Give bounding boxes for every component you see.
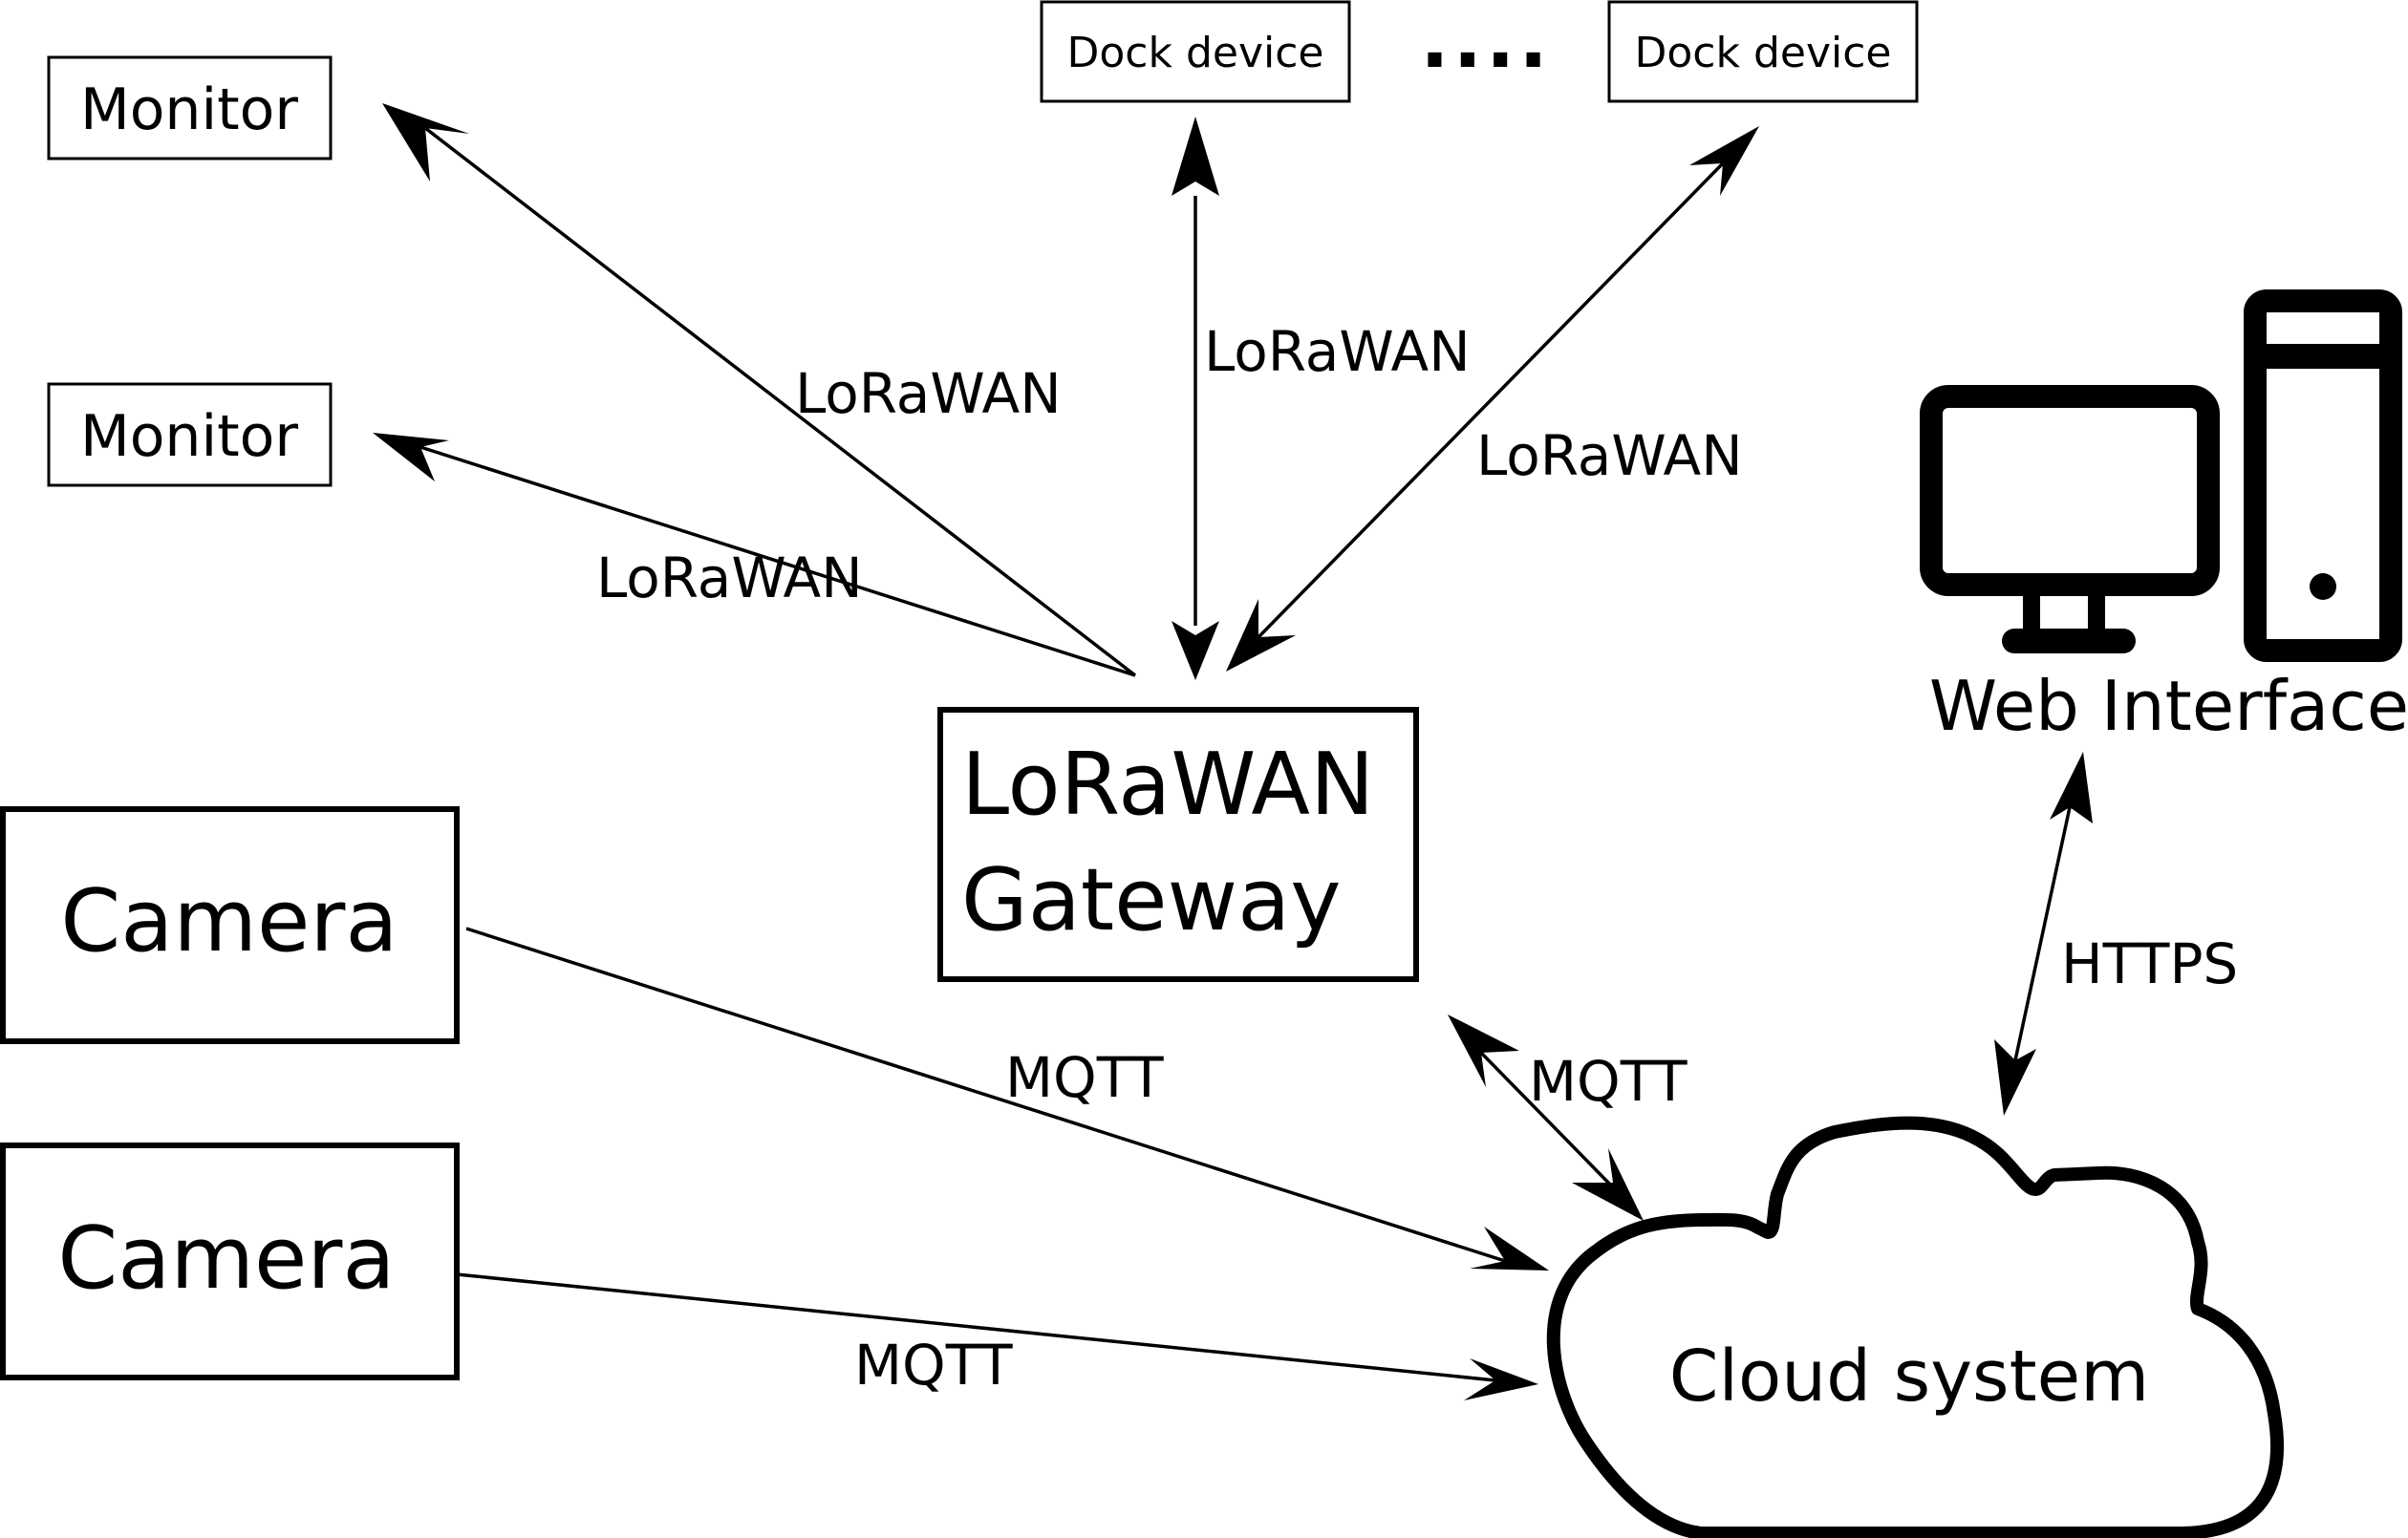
edge-gateway-cloud — [1448, 1015, 1644, 1221]
desktop-computer-icon — [1920, 289, 2402, 662]
arrowhead-gateway-from-dock-1 — [1172, 621, 1219, 680]
camera-box-1 — [0, 806, 460, 1044]
monitor-label-2: Monitor — [80, 403, 298, 470]
edge-label-gateway-cloud: MQTT — [1529, 1049, 1688, 1114]
arrowhead-web-from-cloud — [2050, 752, 2093, 823]
arrowhead-gateway-from-dock-2 — [1226, 599, 1296, 672]
camera-node-2: Camera — [0, 1143, 460, 1380]
gateway-label-line-2: Gateway — [961, 850, 1342, 951]
web-interface-label: Web Interface — [1929, 666, 2408, 746]
dock-device-node-1: Dock device — [1040, 0, 1351, 103]
web-interface-node: Web Interface — [1920, 289, 2408, 746]
edge-label-gateway-dock-1: LoRaWAN — [1204, 319, 1471, 384]
arrowhead-dock-1 — [1172, 117, 1219, 196]
arrowhead-gateway-from-cloud — [1448, 1015, 1519, 1087]
arrowhead-cloud-from-camera-1 — [1470, 1227, 1549, 1271]
dock-device-label-2: Dock device — [1635, 29, 1892, 77]
dock-device-box-2 — [1607, 0, 1919, 103]
edge-web-cloud — [1994, 752, 2093, 1116]
camera-box-2 — [0, 1143, 460, 1380]
camera-label-2: Camera — [57, 1208, 395, 1309]
cloud-system-node: Cloud system — [1546, 1116, 2285, 1538]
camera-label-1: Camera — [60, 871, 398, 972]
dock-device-box-1 — [1040, 0, 1351, 103]
edge-camera-1-cloud — [465, 927, 1549, 1271]
monitor-node-2: Monitor — [47, 382, 333, 487]
dock-device-node-2: Dock device — [1607, 0, 1919, 103]
dock-device-ellipsis: .... — [1420, 0, 1552, 85]
cloud-icon — [1546, 1116, 2285, 1538]
edge-camera-2-cloud — [456, 1272, 1538, 1400]
edge-label-gateway-monitor-2: LoRaWAN — [596, 545, 863, 610]
edge-gateway-monitor-2 — [373, 433, 1136, 677]
edge-label-gateway-dock-2: LoRaWAN — [1476, 423, 1743, 488]
edge-gateway-dock-2 — [1226, 126, 1759, 672]
lorawan-gateway-box — [937, 707, 1419, 982]
monitor-node-1: Monitor — [47, 55, 333, 160]
arrowhead-monitor-1 — [382, 103, 469, 182]
edge-gateway-monitor-1 — [382, 103, 1137, 677]
computer-tower-icon — [2244, 289, 2402, 662]
dock-device-label-1: Dock device — [1067, 29, 1324, 77]
arrowhead-cloud-from-web — [1994, 1039, 2036, 1116]
monitor-box-1 — [47, 55, 333, 160]
computer-screen-icon — [1920, 385, 2220, 596]
monitor-label-1: Monitor — [80, 76, 298, 143]
lorawan-gateway-node: LoRaWAN Gateway — [937, 707, 1419, 982]
edge-label-web-cloud: HTTPS — [2061, 931, 2238, 996]
arrowhead-cloud-from-camera-2 — [1464, 1358, 1538, 1400]
edge-label-camera-2-cloud: MQTT — [854, 1333, 1013, 1398]
arrowhead-monitor-2 — [373, 433, 449, 481]
cloud-system-label: Cloud system — [1669, 1335, 2149, 1418]
monitor-box-2 — [47, 382, 333, 487]
arrowhead-dock-2 — [1689, 126, 1759, 196]
edge-label-gateway-monitor-1: LoRaWAN — [795, 361, 1062, 426]
edge-label-camera-1-cloud: MQTT — [1005, 1045, 1164, 1110]
arrowhead-cloud-from-gateway — [1572, 1148, 1644, 1221]
edge-gateway-dock-1 — [1172, 117, 1219, 680]
gateway-label-line-1: LoRaWAN — [961, 735, 1374, 835]
camera-node-1: Camera — [0, 806, 460, 1044]
